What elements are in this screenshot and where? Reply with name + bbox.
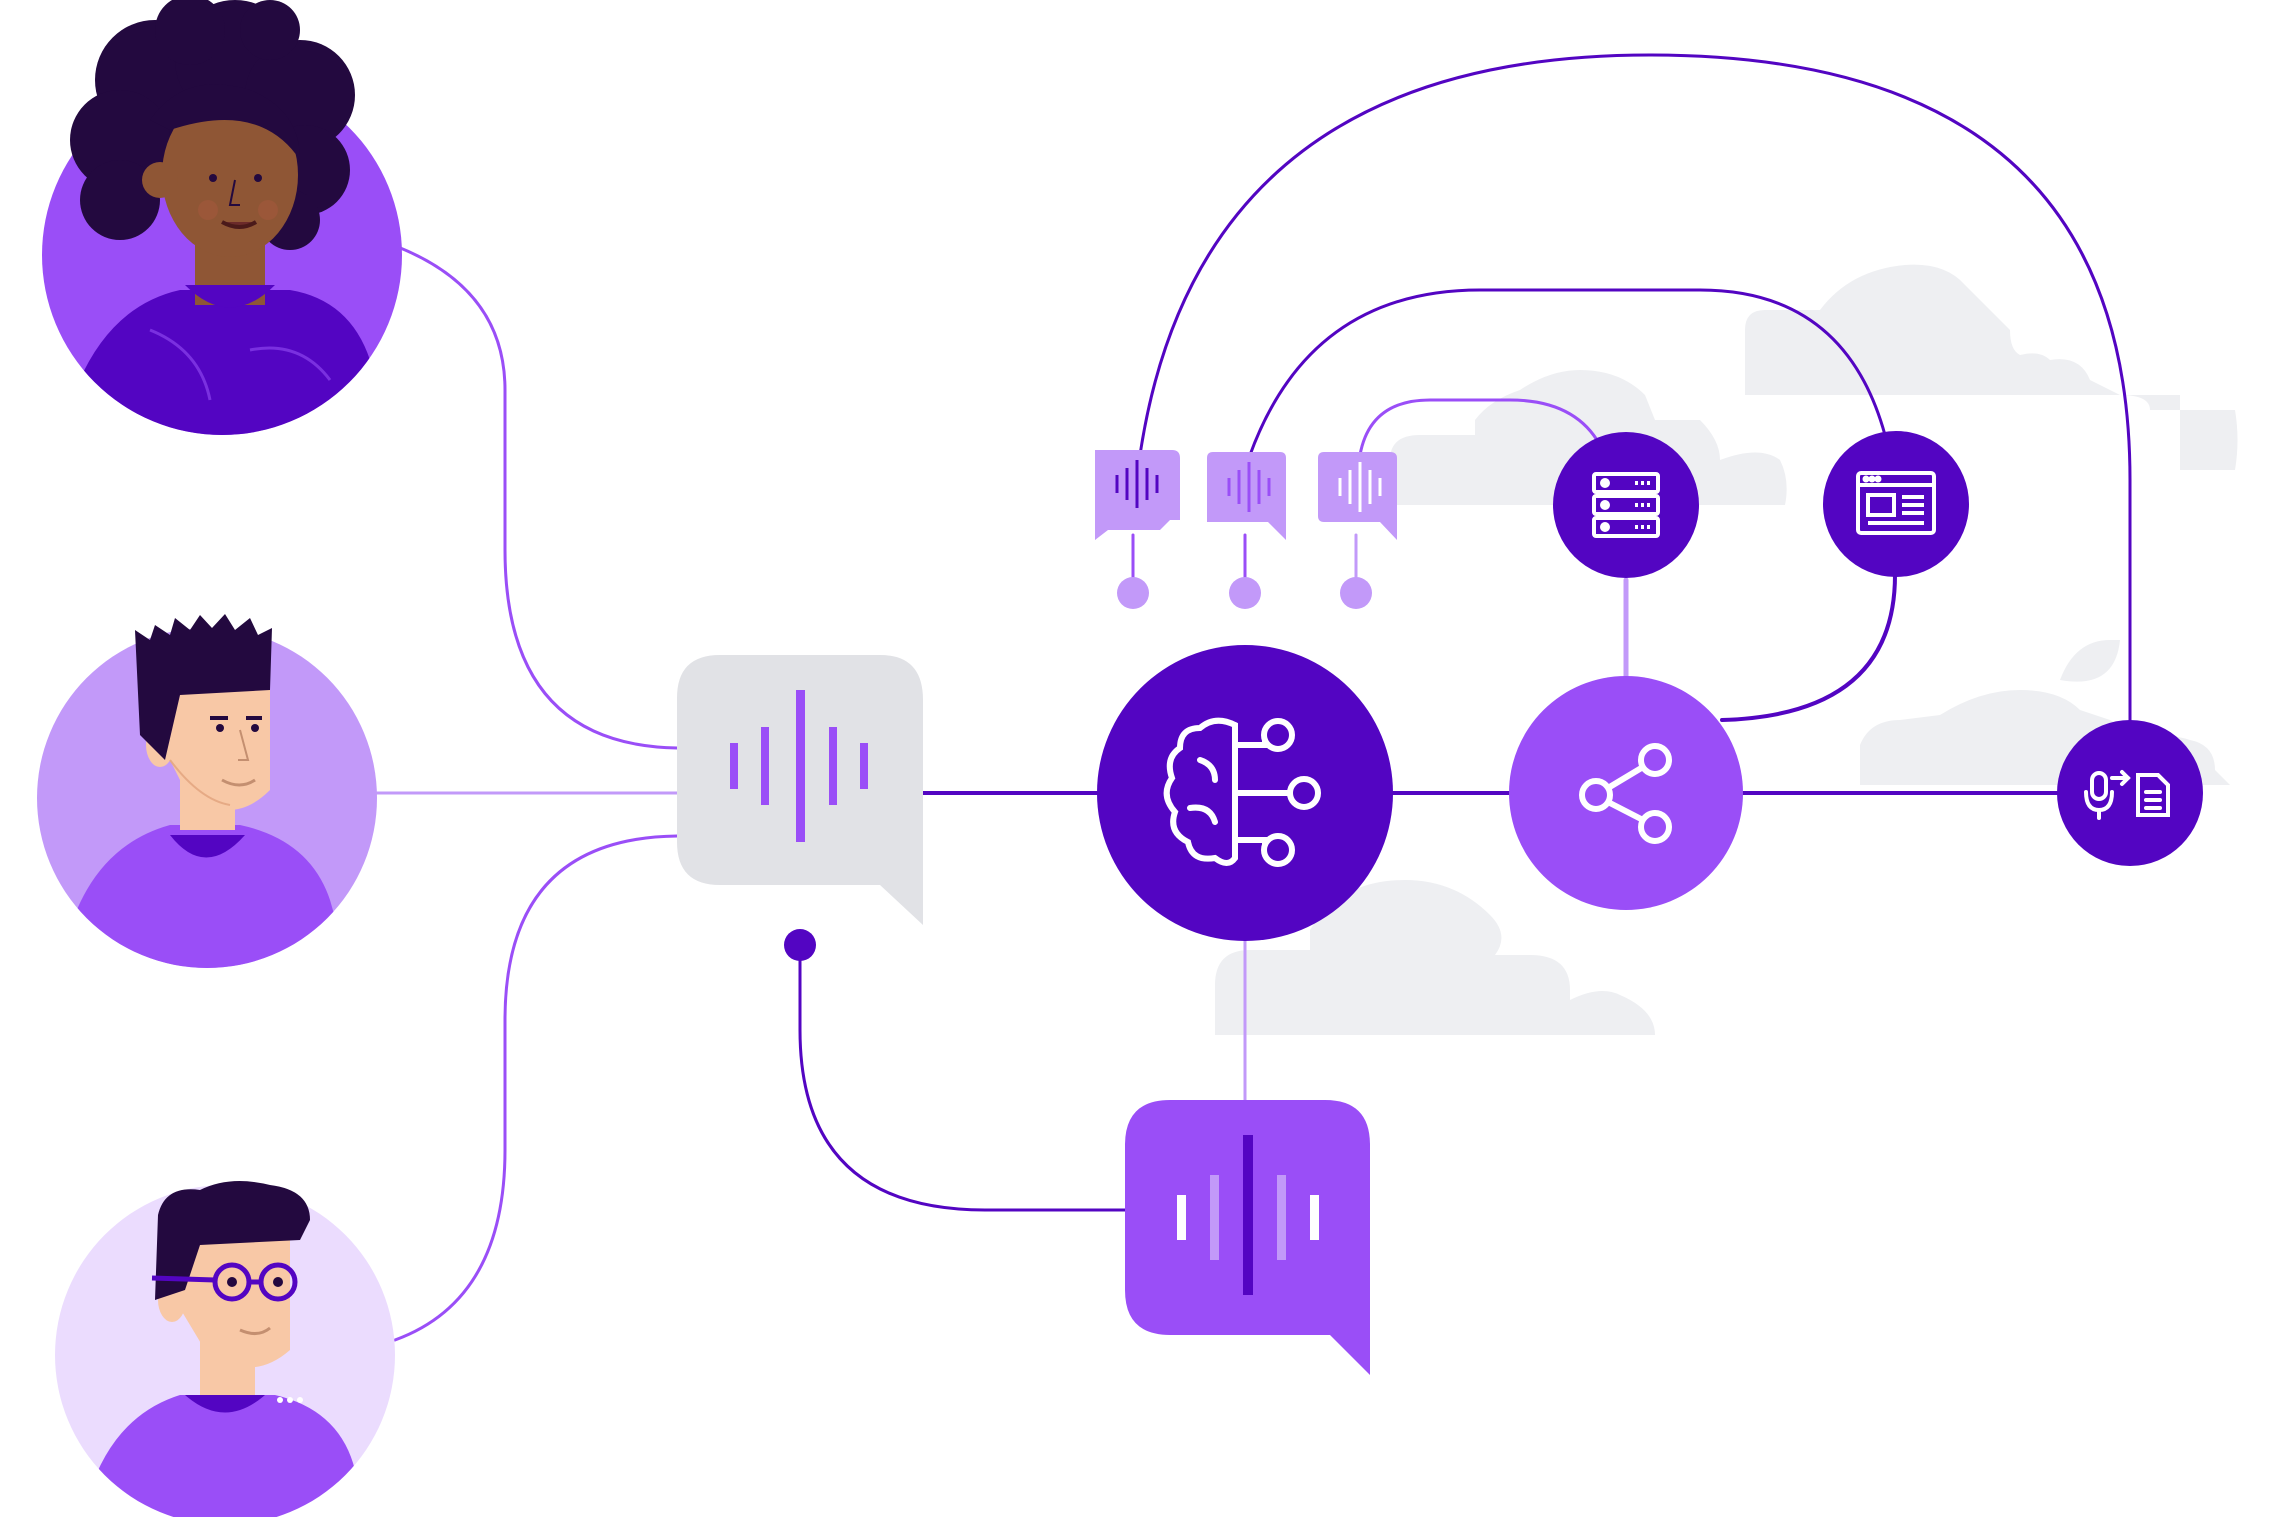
dot-voice-input [784,929,816,961]
audio-bubble-1[interactable] [1095,450,1180,540]
hair [155,1181,310,1300]
connector-dots [784,577,1372,961]
dot-bubble-2 [1229,577,1261,609]
waveform-icon [1115,460,1159,508]
cloud-center [1215,880,1655,1035]
dot-bubble-1 [1117,577,1149,609]
collar [185,285,275,308]
shirt [80,1395,370,1517]
connector-share-browser [1720,573,1897,722]
share-icon [1579,743,1672,844]
connector-output-loop [798,943,1127,1212]
ear [142,162,178,198]
mouth [239,1326,271,1335]
brain-network-icon [1163,717,1321,867]
shirt [60,290,400,435]
glasses-icon [151,1262,298,1302]
browser-window-icon [1856,471,1936,535]
voice-input-bubble[interactable] [677,655,923,925]
collar [185,1395,265,1413]
mouth [221,220,258,229]
dot-bubble-3 [1340,577,1372,609]
shirt [60,825,350,968]
collar [170,835,245,858]
browser-node[interactable] [1823,431,1969,577]
mouth [221,778,256,787]
waveform-icon [1227,462,1271,512]
share-node[interactable] [1509,676,1743,910]
waveform-icon [1177,1135,1319,1295]
cloud-upper-right [1745,264,2238,470]
audio-bubble-3[interactable] [1318,452,1397,540]
speech-to-text-node[interactable] [2057,720,2203,866]
ai-brain-node[interactable] [1097,645,1393,941]
connectors [371,53,2132,1342]
connector-person1-bubble [396,245,679,750]
voice-output-bubble[interactable] [1125,1100,1370,1375]
background-clouds [1215,264,2238,1035]
connector-bubble2-browser [1248,288,1887,457]
waveform-icon [1338,462,1382,512]
connector-bubble1-stt [1138,53,2132,722]
server-node[interactable] [1553,432,1699,578]
person-glasses-avatar[interactable] [55,1181,395,1517]
connector-bubble3-server [1358,398,1602,457]
spiky-hair [135,614,272,760]
server-icon [1592,472,1660,538]
person-spiky-hair-avatar[interactable] [37,614,377,970]
cloud-right-bump [2060,640,2120,682]
person-curly-hair-avatar[interactable] [42,0,402,440]
connector-person3-bubble [393,834,679,1342]
face [170,1240,290,1368]
mic-to-document-icon [2084,770,2170,820]
audio-bubble-2[interactable] [1207,452,1286,540]
waveform-icon [730,690,868,842]
